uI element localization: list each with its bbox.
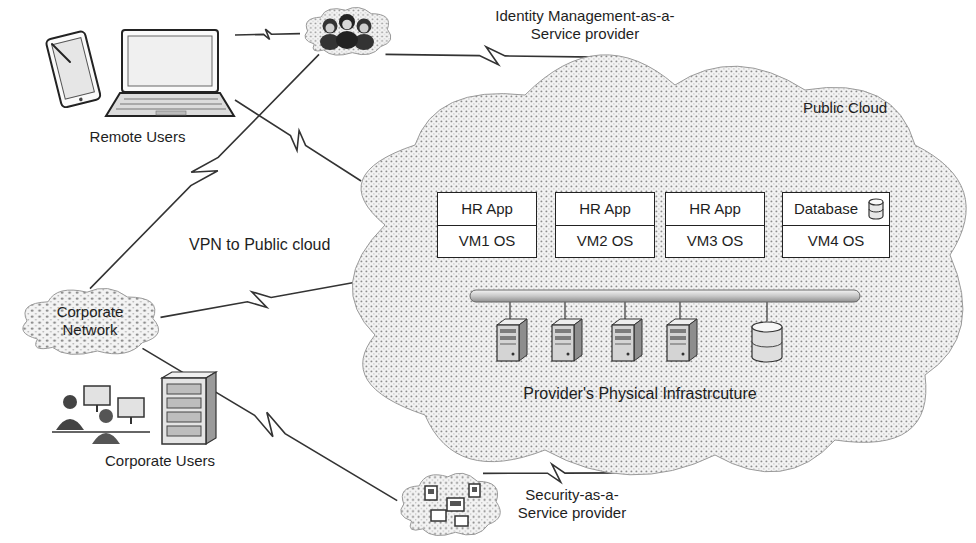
physical-infrastructure (355, 55, 965, 475)
node-label: Corporate Network (40, 303, 140, 339)
vm-box: DatabaseVM4 OS (782, 192, 890, 258)
vm-box: HR AppVM3 OS (665, 192, 765, 258)
node-label: Remote Users (40, 128, 235, 146)
app-name: Database (794, 200, 858, 218)
network-link (161, 282, 359, 318)
security-devices-icon (395, 470, 505, 538)
network-link (235, 29, 300, 39)
box-compartment: HR App (438, 193, 536, 226)
app-name: HR App (579, 200, 631, 218)
remote-users: Remote Users (40, 22, 235, 152)
corporate-users: Corporate Users (40, 372, 240, 472)
os-name: VM3 OS (687, 232, 744, 250)
network-cloud: Corporate Network (15, 285, 165, 357)
identity-users-icon (300, 5, 395, 57)
os-name: VM2 OS (577, 232, 634, 250)
app-name: HR App (461, 200, 513, 218)
identity-cloud: Identity Management-as-a-Service provide… (300, 5, 395, 57)
vm-box: HR AppVM1 OS (437, 192, 537, 258)
corporate-users-icon (40, 372, 240, 448)
node-label: Identity Management-as-a-Service provide… (495, 7, 675, 43)
link-label: VPN to Public cloud (189, 235, 330, 254)
node-label: Public Cloud (785, 99, 905, 117)
box-compartment: Database (783, 193, 889, 226)
box-compartment: VM1 OS (438, 226, 536, 258)
os-name: VM1 OS (459, 232, 516, 250)
os-name: VM4 OS (808, 232, 865, 250)
vm-box: HR AppVM2 OS (555, 192, 655, 258)
node-label: Corporate Users (85, 452, 235, 470)
remote-devices-icon (40, 22, 235, 122)
database-icon (868, 198, 884, 220)
cloud-outline (355, 55, 965, 475)
box-compartment: HR App (556, 193, 654, 226)
app-name: HR App (689, 200, 741, 218)
security-cloud: Security-as-a-Service provider (395, 470, 505, 538)
public-cloud: Public CloudHR AppVM1 OSHR AppVM2 OSHR A… (355, 55, 965, 475)
box-compartment: VM2 OS (556, 226, 654, 258)
node-label: Security-as-a-Service provider (507, 486, 637, 522)
network-link (143, 348, 398, 500)
box-compartment: HR App (666, 193, 764, 226)
network-link (235, 100, 361, 181)
box-compartment: VM3 OS (666, 226, 764, 258)
box-compartment: VM4 OS (783, 226, 889, 258)
network-link (386, 47, 600, 65)
part-label: Provider's Physical Infrastrcuture (480, 384, 800, 403)
cloud-outline (300, 5, 395, 57)
